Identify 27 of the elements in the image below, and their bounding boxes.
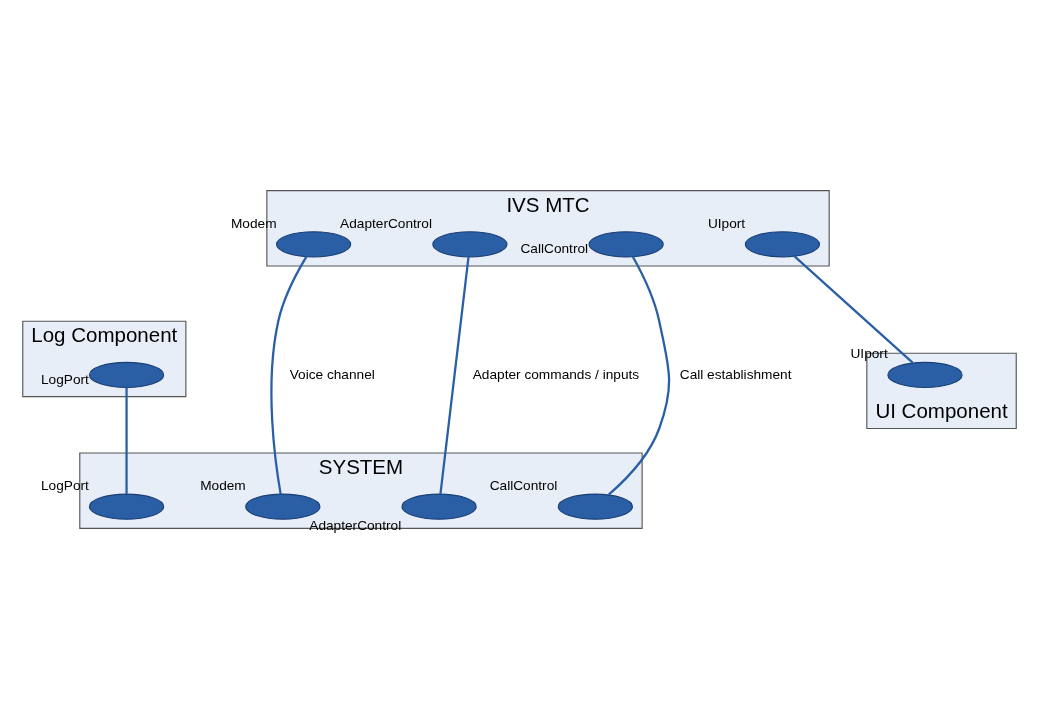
- node-label: Modem: [200, 477, 246, 493]
- node-label: Modem: [230, 215, 277, 231]
- node-label: LogPort: [41, 477, 89, 493]
- edge-label: Adapter commands / inputs: [472, 366, 640, 382]
- node-ellipse: [88, 361, 165, 388]
- node-ellipse: [88, 493, 165, 520]
- node-label: UIport: [707, 215, 746, 231]
- edge-label: Voice channel: [289, 366, 375, 382]
- connector: [125, 387, 128, 494]
- connector: [793, 255, 914, 364]
- node-label: AdapterControl: [340, 215, 433, 231]
- node-ellipse: [588, 230, 664, 257]
- node-ellipse: [887, 361, 963, 388]
- node-ellipse: [276, 230, 352, 257]
- node-ellipse: [432, 230, 508, 257]
- node-ellipse: [401, 493, 477, 520]
- node-label: LogPort: [41, 371, 89, 387]
- edge-label: Call establishment: [679, 366, 792, 382]
- node-ellipse: [557, 493, 633, 520]
- node-label: CallControl: [489, 477, 558, 493]
- node-label: UIport: [850, 345, 888, 361]
- connector: [439, 256, 470, 494]
- node-ellipse: [245, 493, 321, 520]
- node-ellipse: [744, 230, 821, 257]
- node-label: CallControl: [520, 240, 589, 256]
- connector: [270, 255, 308, 494]
- connector: [608, 255, 671, 496]
